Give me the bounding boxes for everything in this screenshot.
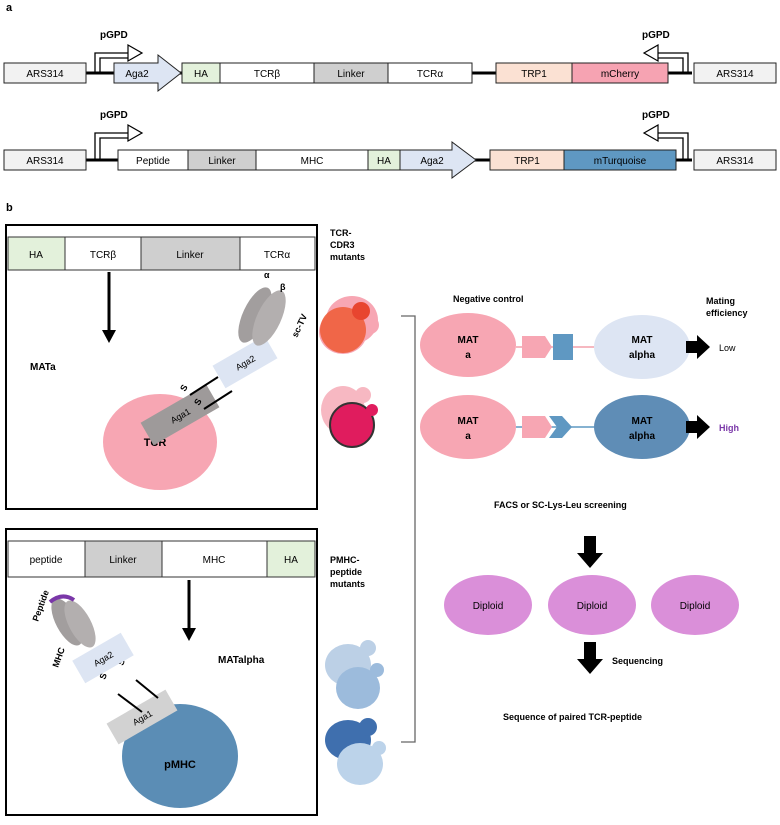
tcrb-label: TCRβ bbox=[90, 250, 117, 261]
mturquoise-box bbox=[563, 149, 677, 171]
tcr-mutants-label: TCR- bbox=[330, 228, 352, 238]
peptide-label: peptide bbox=[30, 555, 63, 566]
promoter-arrow-right bbox=[658, 132, 689, 160]
pmhc-mutants-label: PMHC- bbox=[330, 555, 360, 565]
promoter-arrow bbox=[94, 52, 128, 73]
promoter-label: pGPD bbox=[100, 30, 128, 41]
ha-label: HA bbox=[29, 250, 43, 261]
tcr-mutants-label: mutants bbox=[330, 252, 365, 262]
s-label: S bbox=[192, 397, 204, 407]
trp1-label: TRP1 bbox=[514, 156, 540, 167]
ars314-right-label: ARS314 bbox=[716, 156, 754, 167]
mhc-label: MHC bbox=[203, 555, 226, 566]
linker-label: Linker bbox=[109, 555, 137, 566]
mating-row-high: MAT a MAT alpha High bbox=[420, 395, 739, 459]
pmhc-mutant-yeast-2 bbox=[325, 718, 386, 785]
diploid-label: Diploid bbox=[680, 601, 711, 612]
mating-type-label: MATa bbox=[30, 362, 56, 373]
mcherry-label: mCherry bbox=[601, 69, 639, 80]
aga2-arrow bbox=[399, 141, 477, 179]
mat-alpha-label: alpha bbox=[629, 350, 656, 361]
s-label: S bbox=[178, 383, 190, 393]
negative-control-label: Negative control bbox=[453, 294, 524, 304]
mating-efficiency-label: Mating bbox=[706, 296, 735, 306]
ars314-label: ARS314 bbox=[26, 69, 64, 80]
panel-b-label: b bbox=[6, 202, 13, 214]
mat-alpha-label: MAT bbox=[632, 416, 653, 427]
ars314-box bbox=[3, 62, 87, 84]
linker-label: Linker bbox=[176, 250, 204, 261]
high-label: High bbox=[719, 423, 739, 433]
diploid-label: Diploid bbox=[473, 601, 504, 612]
diploid-row: Diploid Diploid Diploid bbox=[444, 575, 739, 635]
aga2-arrow bbox=[113, 53, 182, 93]
arrow-right-icon bbox=[686, 335, 710, 359]
mating-row-low: MAT a MAT alpha Low bbox=[420, 313, 736, 379]
mating-type-label: MATalpha bbox=[218, 655, 265, 666]
tcr-mutant-yeast-2 bbox=[321, 386, 378, 448]
diploid-label: Diploid bbox=[577, 601, 608, 612]
peptide-icon bbox=[48, 594, 76, 604]
ars314-right-label: ARS314 bbox=[716, 69, 754, 80]
beta-label: β bbox=[280, 282, 286, 292]
ars314-label: ARS314 bbox=[26, 156, 64, 167]
panel-a-label: a bbox=[6, 2, 13, 14]
mat-alpha-label: MAT bbox=[632, 335, 653, 346]
screening-label: FACS or SC-Lys-Leu screening bbox=[494, 500, 627, 510]
trp1-label: TRP1 bbox=[521, 69, 547, 80]
tcra-label: TCRα bbox=[417, 69, 444, 80]
pmhc-mutant-yeast-1 bbox=[325, 640, 384, 709]
pmhc-mutants-label: peptide bbox=[330, 567, 362, 577]
mcherry-box bbox=[571, 62, 669, 84]
mat-a-label: a bbox=[465, 350, 471, 361]
aga2-label: Aga2 bbox=[125, 69, 149, 80]
mat-alpha-label: alpha bbox=[629, 431, 656, 442]
mturquoise-label: mTurquoise bbox=[594, 156, 647, 167]
construct-2: ARS314 pGPD Peptide Linker MHC HA Aga2 T… bbox=[3, 110, 777, 179]
arrow-right-icon bbox=[686, 415, 710, 439]
mhc-label: MHC bbox=[301, 156, 324, 167]
tcrb-label: TCRβ bbox=[254, 69, 281, 80]
tcr-mutants-label: CDR3 bbox=[330, 240, 355, 250]
promoter-right-label: pGPD bbox=[642, 30, 670, 41]
ha-label: HA bbox=[284, 555, 298, 566]
construct-1: ARS314 pGPD Aga2 HA TCRβ Linker TCRα TRP… bbox=[3, 30, 777, 93]
ars314-right-box bbox=[693, 62, 777, 84]
tcra-label: TCRα bbox=[264, 250, 291, 261]
tcra-box bbox=[387, 62, 473, 84]
mat-a-label: MAT bbox=[458, 416, 479, 427]
ars314-box bbox=[3, 149, 87, 171]
low-label: Low bbox=[719, 343, 736, 353]
aga2-label: Aga2 bbox=[420, 156, 444, 167]
down-arrow-icon bbox=[577, 642, 603, 674]
pmhc-cell bbox=[122, 704, 238, 808]
mat-a-label: a bbox=[465, 431, 471, 442]
alpha-label: α bbox=[264, 270, 270, 280]
promoter-arrow-right bbox=[658, 52, 689, 73]
pmhc-display-box: peptide Linker MHC HA MATalpha pMHC Aga1… bbox=[5, 528, 318, 816]
linker-label: Linker bbox=[337, 69, 365, 80]
result-label: Sequence of paired TCR-peptide bbox=[503, 712, 642, 722]
ha-label: HA bbox=[194, 69, 208, 80]
promoter-right-label: pGPD bbox=[642, 110, 670, 121]
ha-label: HA bbox=[377, 156, 391, 167]
mat-a-label: MAT bbox=[458, 335, 479, 346]
sequencing-label: Sequencing bbox=[612, 656, 663, 666]
mating-efficiency-label: efficiency bbox=[706, 308, 748, 318]
pmhc-cell-label: pMHC bbox=[164, 759, 196, 771]
ars314-right-box bbox=[693, 149, 777, 171]
pmhc-mutants-label: mutants bbox=[330, 579, 365, 589]
promoter-arrow bbox=[94, 132, 128, 160]
peptide-label: Peptide bbox=[136, 156, 170, 167]
tcr-display-box: HA TCRβ Linker TCRα MATa TCR Aga1 S S Ag… bbox=[5, 224, 318, 510]
s-label: S bbox=[97, 672, 108, 681]
bracket bbox=[401, 315, 416, 743]
linker-label: Linker bbox=[208, 156, 236, 167]
down-arrow-icon bbox=[577, 536, 603, 568]
tcr-mutant-yeast-1 bbox=[319, 296, 379, 354]
promoter-label: pGPD bbox=[100, 110, 128, 121]
